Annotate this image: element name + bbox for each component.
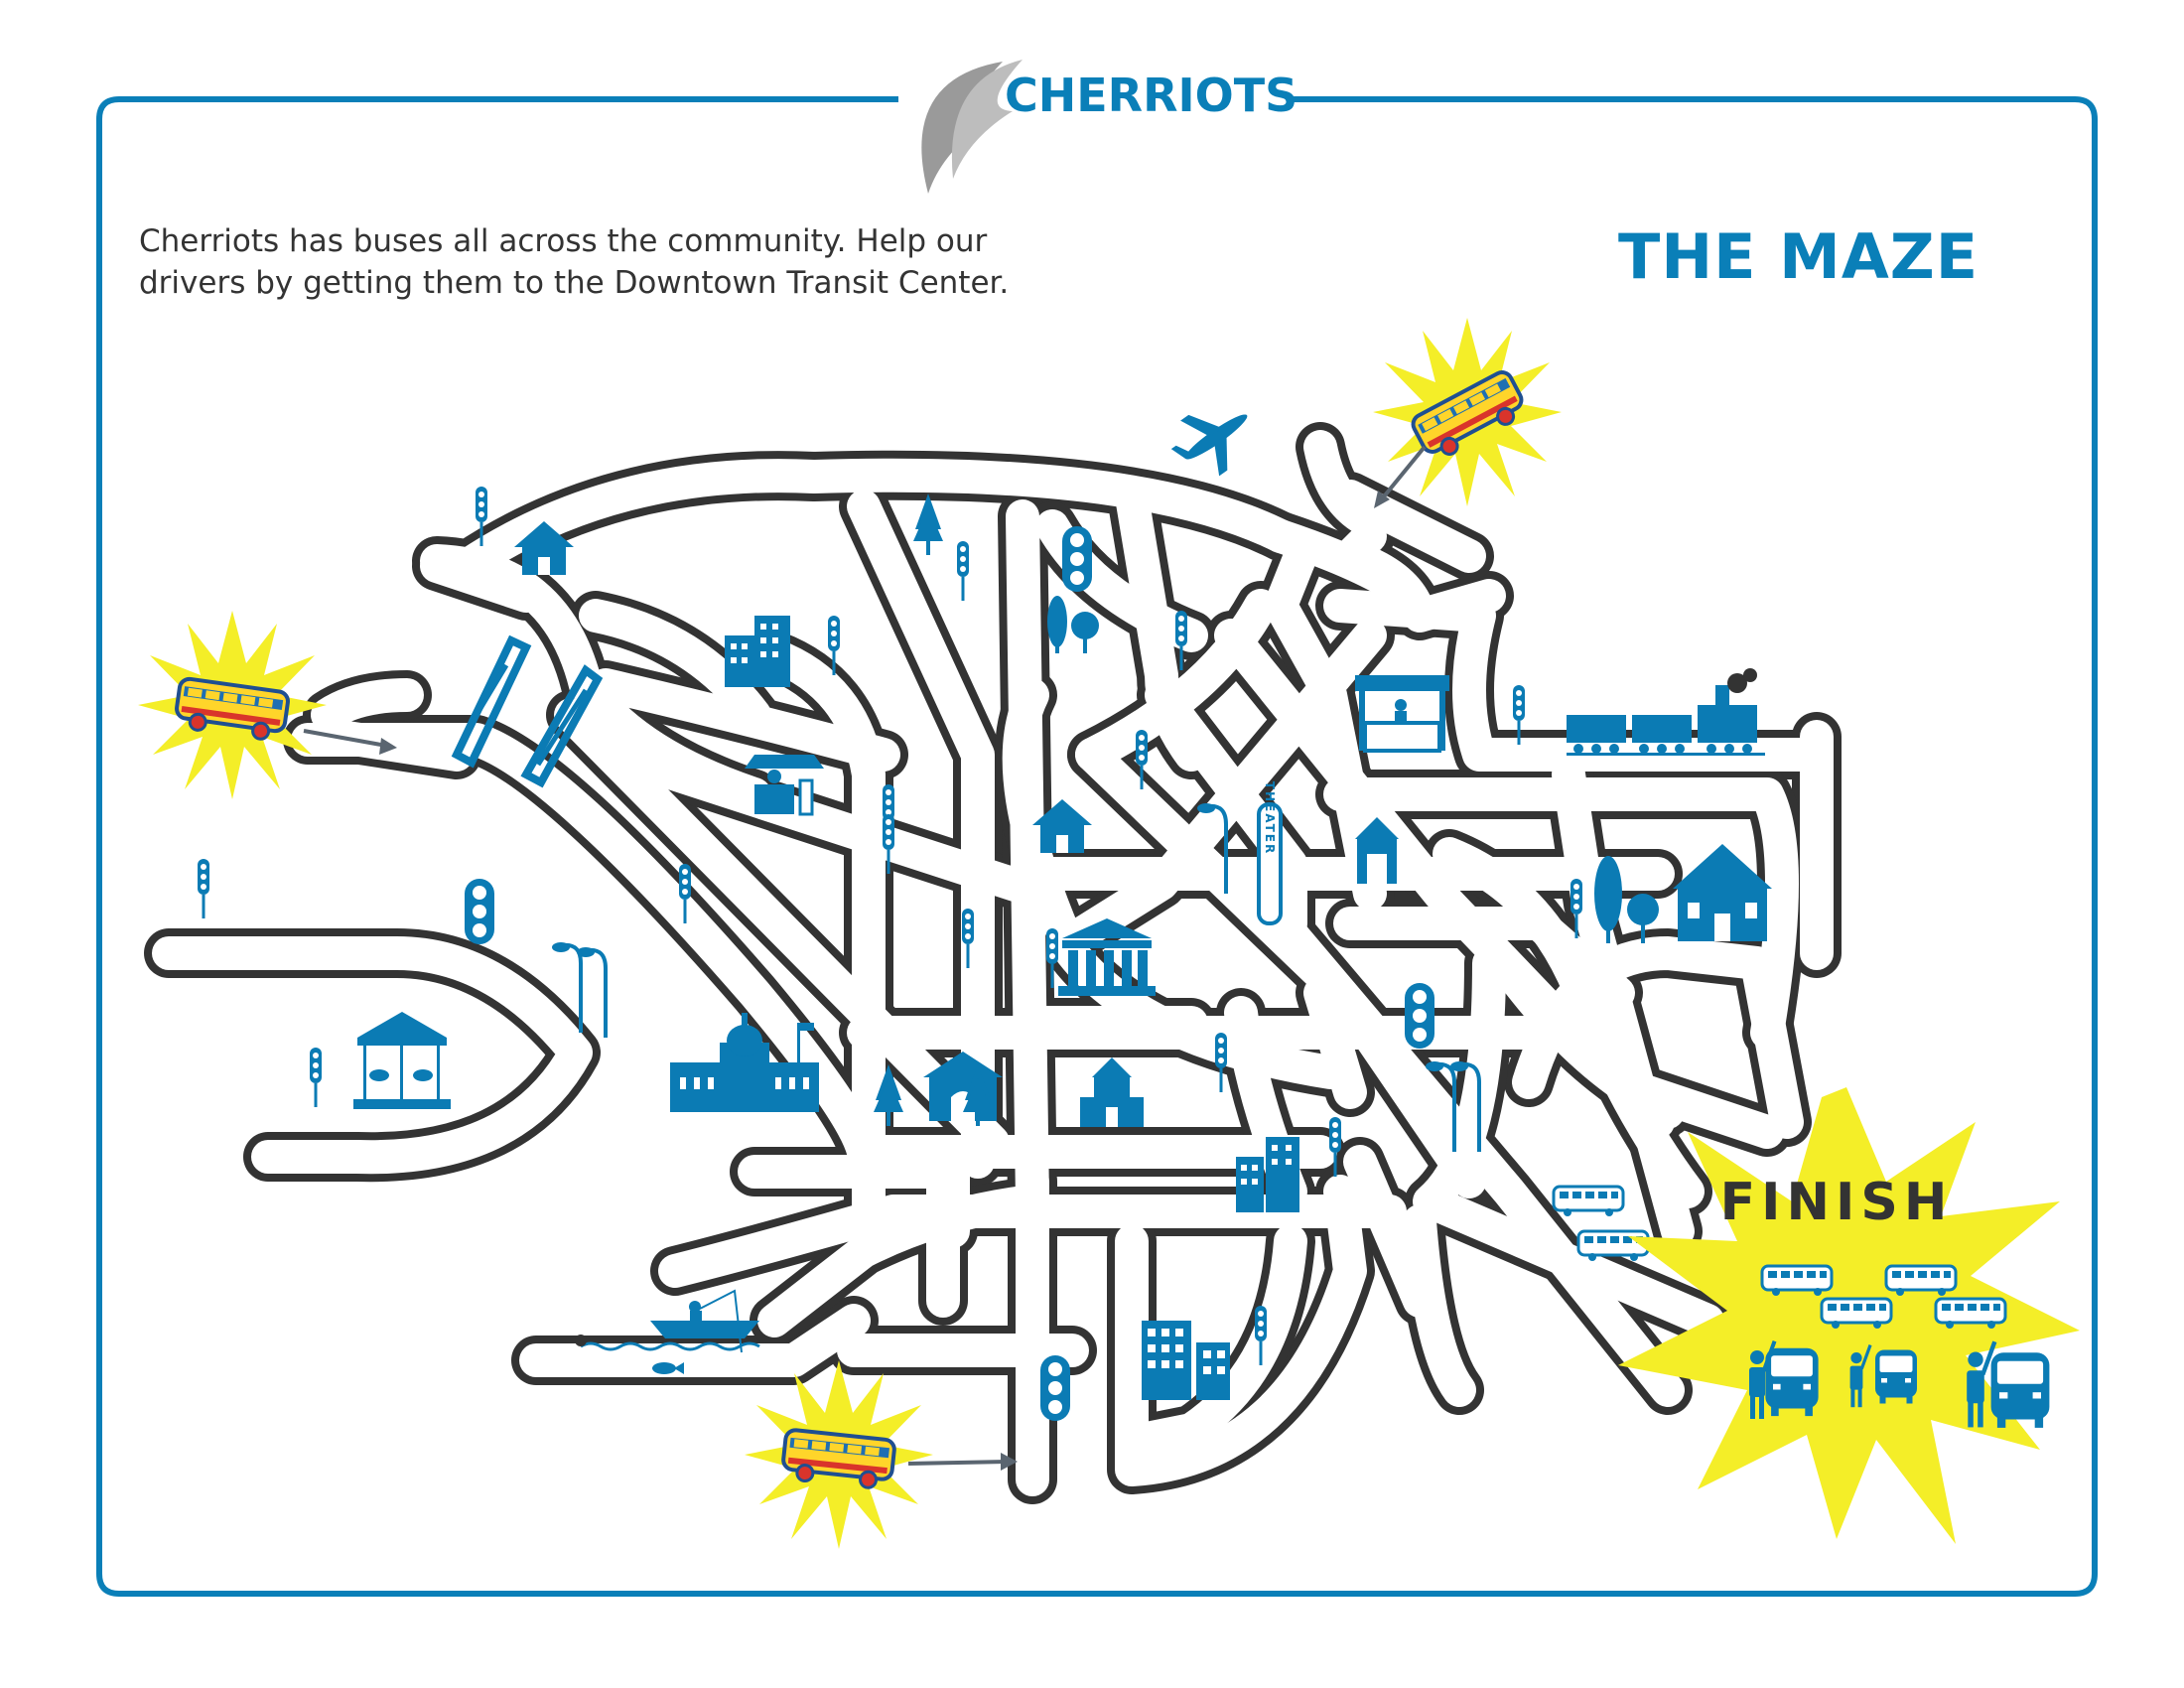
market-stand-icon [1355,675,1449,753]
bus-icon [1884,1264,1958,1298]
courthouse-icon [1058,918,1156,996]
instructions-line-2: drivers by getting them to the Downtown … [139,265,1010,301]
bus-icon [1760,1264,1834,1298]
finish-label: FINISH [1720,1173,1954,1232]
buildings-icon [1142,1321,1230,1400]
traffic-light-icon [310,1048,322,1107]
traffic-light-icon [465,879,494,944]
boat-fishing-icon [575,1289,760,1374]
train-icon [1567,668,1765,756]
capitol-icon [670,1013,819,1112]
traffic-light-icon [1040,1355,1070,1421]
start-bus-south[interactable] [745,1360,933,1549]
traffic-light-icon [1062,526,1092,592]
frame-border [96,96,2098,1597]
carousel-icon [353,1012,451,1109]
tree-icon [1627,894,1659,943]
bus-icon [1934,1297,2007,1331]
airplane-icon [1170,414,1248,477]
church-icon [923,1052,1003,1121]
bus-icon [1576,1229,1650,1263]
page-title: THE MAZE [1618,220,1979,293]
bus-icon [1552,1185,1625,1218]
bus-icon [1990,1352,2050,1428]
swoosh-logo-icon [921,60,1023,194]
buildings-icon [725,616,790,687]
direction-arrow-icon [907,1453,1018,1471]
direction-arrow-icon [303,729,397,755]
theater-icon: THEATER [1257,781,1283,925]
house-icon [1673,844,1772,941]
traffic-light-icon [1215,1033,1227,1092]
buildings-icon [1236,1137,1299,1212]
tree-icon [1594,856,1622,943]
drawbridge-icon [451,634,604,788]
church-icon [1080,1057,1144,1127]
instructions: Cherriots has buses all across the commu… [139,220,1092,304]
traffic-light-icon [198,859,209,918]
bus-icon [1765,1347,1819,1417]
traffic-light-icon [957,541,969,601]
tree-icon [913,493,943,555]
start-bus-west[interactable] [138,611,327,799]
barn-icon [1355,817,1399,884]
brand-name: CHERRIOTS [1005,69,1297,122]
bus-icon [1820,1297,1893,1331]
bus-icon [1875,1349,1917,1404]
finish-zone[interactable]: FINISH [1618,1087,2080,1544]
theater-sign: THEATER [1263,781,1277,855]
tree-icon [1047,596,1099,653]
market-stand-icon [745,755,824,816]
traffic-light-icon [1405,983,1434,1049]
maze-roads [144,422,1843,1504]
instructions-line-1: Cherriots has buses all across the commu… [139,223,988,259]
direction-arrow-icon [1374,445,1427,508]
